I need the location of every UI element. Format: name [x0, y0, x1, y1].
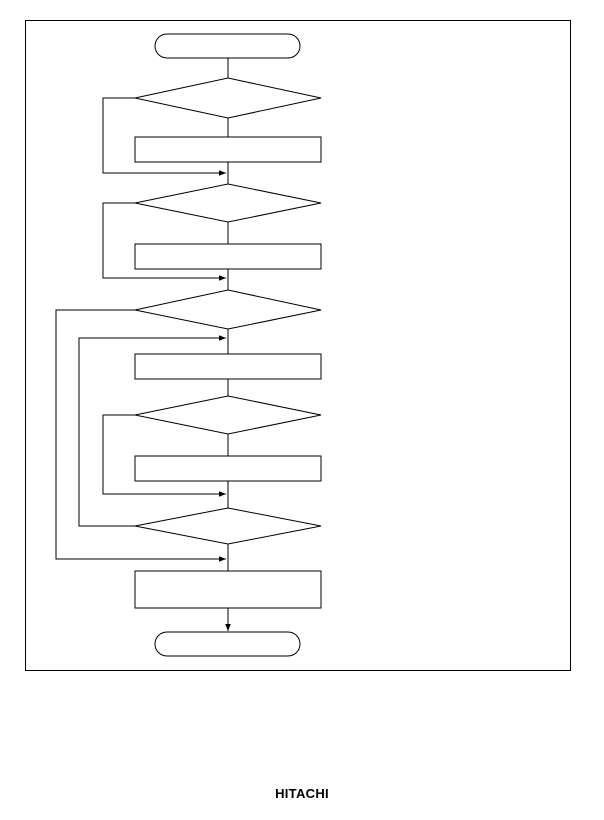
- bypass-loop-4: [102, 414, 226, 497]
- process-2-box: [134, 243, 322, 270]
- bypass-loop-1: [102, 97, 226, 176]
- decision-2-diamond: [134, 183, 322, 223]
- decision-4-diamond: [134, 395, 322, 435]
- start-terminal: [154, 33, 301, 59]
- process-4-box: [134, 455, 322, 482]
- process-1-box: [134, 136, 322, 163]
- process-5-box: [134, 570, 322, 609]
- process-3-box: [134, 353, 322, 380]
- decision-3-diamond: [134, 289, 322, 330]
- repeat-loop: [78, 335, 226, 527]
- end-terminal: [154, 631, 301, 657]
- bypass-loop-2: [102, 202, 226, 281]
- decision-5-diamond: [134, 507, 322, 545]
- figure-frame: [25, 20, 571, 671]
- exit-loop: [55, 309, 226, 562]
- hitachi-logo: HITACHI: [275, 786, 329, 801]
- decision-1-diamond: [134, 77, 322, 119]
